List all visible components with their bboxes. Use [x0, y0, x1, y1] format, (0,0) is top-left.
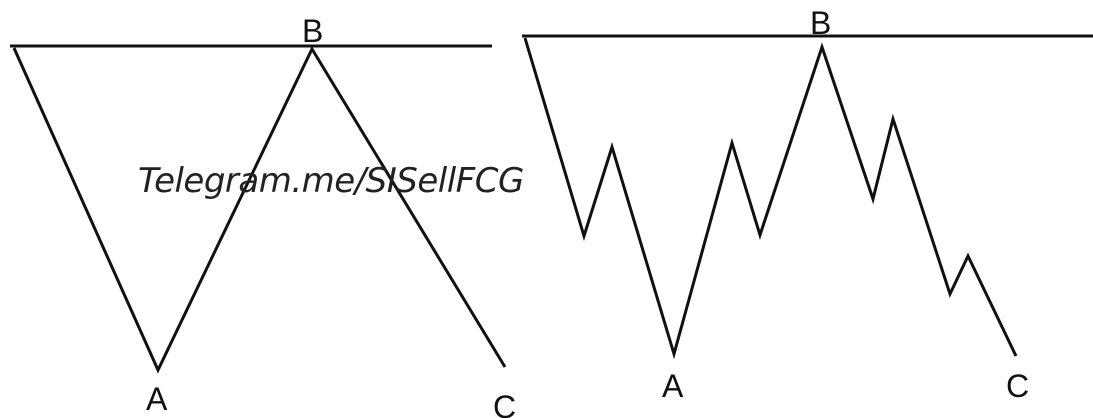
left-diagram: B A C [10, 13, 516, 418]
left-zigzag-path [12, 45, 507, 374]
right-zigzag-path [523, 37, 1018, 360]
left-label-a: A [146, 381, 168, 417]
watermark-text: Telegram.me/SISellFCG [138, 161, 524, 201]
left-label-b: B [302, 13, 323, 49]
left-label-c: C [493, 389, 516, 418]
right-diagram: B A C [522, 5, 1093, 404]
right-label-c: C [1006, 368, 1029, 404]
right-label-b: B [810, 5, 831, 41]
right-label-a: A [662, 368, 684, 404]
